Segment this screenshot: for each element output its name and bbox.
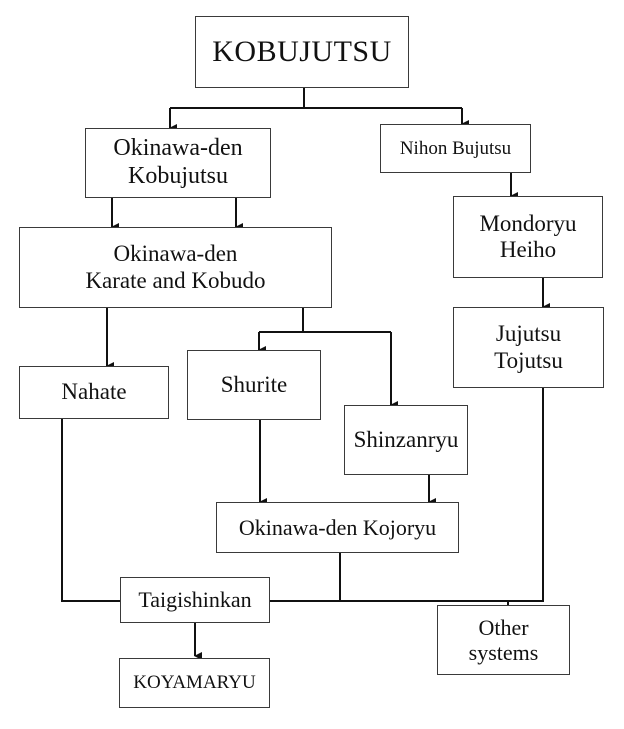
edge-nahate-down (61, 419, 120, 602)
node-label: Nihon Bujutsu (399, 137, 512, 159)
node-taigishinkan: Taigishinkan (120, 577, 270, 623)
edge-kobujutsu-split (170, 88, 462, 109)
node-label: Shinzanryu (353, 426, 459, 452)
node-mondoryu-heiho: Mondoryu Heiho (453, 196, 603, 278)
node-koyamaryu: KOYAMARYU (119, 658, 270, 708)
edge-jujutsu-down (507, 388, 544, 605)
node-label: Okinawa-den Karate and Kobudo (85, 241, 266, 293)
node-label: Taigishinkan (138, 587, 252, 613)
node-label: KOYAMARYU (133, 672, 256, 694)
node-label: Nahate (61, 379, 127, 405)
node-shinzanryu: Shinzanryu (344, 405, 468, 475)
node-jujutsu-tojutsu: Jujutsu Tojutsu (453, 307, 604, 388)
node-shurite: Shurite (187, 350, 321, 420)
node-label: Okinawa-den Kojoryu (238, 514, 437, 540)
node-label: Mondoryu Heiho (479, 210, 577, 262)
node-label: Okinawa-den Kobujutsu (113, 135, 243, 189)
node-okinawa-kobujutsu: Okinawa-den Kobujutsu (85, 128, 271, 198)
node-okinawa-kojoryu: Okinawa-den Kojoryu (216, 502, 459, 553)
node-other-systems: Other systems (437, 605, 570, 675)
node-label: Other systems (468, 614, 539, 665)
edge-karate-split (259, 308, 391, 333)
node-label: KOBUJUTSU (212, 34, 392, 68)
node-label: Shurite (220, 371, 288, 397)
node-nahate: Nahate (19, 366, 169, 419)
node-kobujutsu: KOBUJUTSU (195, 16, 409, 88)
node-nihon-bujutsu: Nihon Bujutsu (380, 124, 531, 173)
node-label: Jujutsu Tojutsu (494, 321, 563, 373)
node-okinawa-karate-kobudo: Okinawa-den Karate and Kobudo (19, 227, 332, 308)
